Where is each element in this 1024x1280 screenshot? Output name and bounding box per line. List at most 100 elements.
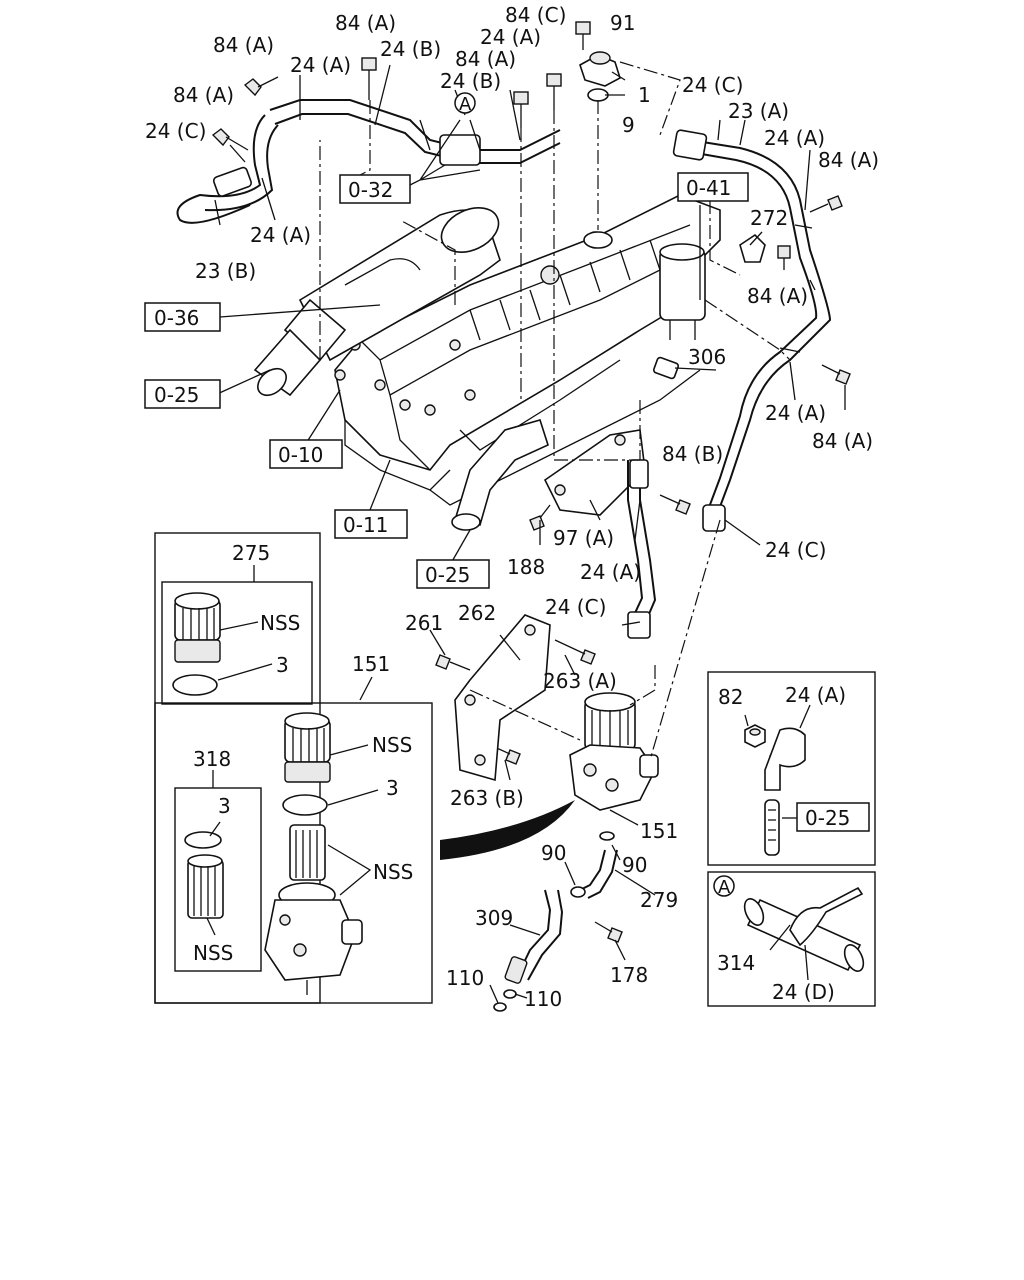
ref-box-0-36 (144, 302, 221, 332)
ref-box-0-11 (334, 509, 408, 539)
part-306 (652, 356, 680, 380)
label-23a: 23 (A) (728, 99, 789, 123)
element-318 (187, 854, 224, 919)
clamp-detail (744, 704, 811, 856)
label-24c-2: 24 (C) (682, 73, 743, 97)
label-82: 82 (718, 685, 743, 709)
label-9: 9 (622, 113, 635, 137)
ref-box-0-25-a (144, 379, 221, 409)
label-24a-4: 24 (A) (764, 126, 825, 150)
ref-0-41: 0-41 (686, 176, 731, 200)
label-110-a: 110 (446, 966, 484, 990)
part-1-cap (579, 51, 621, 87)
label-84c: 84 (C) (505, 3, 566, 27)
ref-0-32: 0-32 (348, 178, 393, 202)
label-262: 262 (458, 601, 496, 625)
washer-110-b (493, 1002, 507, 1012)
ref-0-25-b: 0-25 (425, 563, 470, 587)
detail-box-318 (174, 787, 262, 972)
label-97a: 97 (A) (553, 526, 614, 550)
label-151-box: 151 (352, 652, 390, 676)
ref-0-25-c: 0-25 (805, 806, 850, 830)
label-279: 279 (640, 888, 678, 912)
label-84a-3: 84 (A) (173, 83, 234, 107)
label-24a-6: 24 (A) (580, 560, 641, 584)
circle-a-box-marker (713, 875, 735, 897)
label-24a-3: 24 (A) (250, 223, 311, 247)
oring-318 (184, 831, 222, 849)
label-84b: 84 (B) (662, 442, 723, 466)
detail-box-151 (154, 702, 433, 1004)
label-263b: 263 (B) (450, 786, 524, 810)
cap-275 (172, 592, 221, 696)
detail-box-clamp (707, 671, 876, 866)
ref-box-0-41 (677, 172, 749, 202)
washer-90 (570, 886, 586, 898)
label-84a-4: 84 (A) (455, 47, 516, 71)
label-151-pump: 151 (640, 819, 678, 843)
label-272: 272 (750, 206, 788, 230)
ref-0-36: 0-36 (154, 306, 199, 330)
label-91: 91 (610, 11, 635, 35)
ref-0-10: 0-10 (278, 443, 323, 467)
label-309: 309 (475, 906, 513, 930)
washer-110-a (503, 989, 517, 999)
label-24a-2: 24 (A) (480, 25, 541, 49)
ref-box-0-25-b (416, 559, 490, 589)
ref-box-0-32 (339, 174, 411, 204)
pipe-feed (627, 459, 657, 639)
engine-port (583, 231, 613, 249)
label-188: 188 (507, 555, 545, 579)
bolts (211, 21, 851, 943)
outlet-pipe (451, 419, 549, 531)
label-24d: 24 (D) (772, 980, 835, 1004)
pump-detail (264, 712, 363, 995)
detail-box-275 (161, 581, 313, 705)
bracket-262 (454, 614, 551, 782)
label-24a-7: 24 (A) (785, 683, 846, 707)
label-90-a: 90 (541, 841, 566, 865)
label-275: 275 (232, 541, 270, 565)
label-263a: 263 (A) (543, 669, 617, 693)
label-24c-1: 24 (C) (145, 119, 206, 143)
label-84a-6: 84 (A) (747, 284, 808, 308)
label-90-b: 90 (622, 853, 647, 877)
engine-assembly (334, 194, 721, 506)
ref-0-25-a: 0-25 (154, 383, 199, 407)
label-84a-2: 84 (A) (335, 11, 396, 35)
label-84a-7: 84 (A) (812, 429, 873, 453)
label-24b-1: 24 (B) (380, 37, 441, 61)
label-84a-1: 84 (A) (213, 33, 274, 57)
label-24a-1: 24 (A) (290, 53, 351, 77)
ref-box-0-25-c (796, 802, 870, 832)
label-261: 261 (405, 611, 443, 635)
ref-0-11: 0-11 (343, 513, 388, 537)
label-318: 318 (193, 747, 231, 771)
label-nss-275: NSS (260, 611, 300, 635)
label-23b: 23 (B) (195, 259, 256, 283)
label-110-b: 110 (524, 987, 562, 1011)
label-84a-5: 84 (A) (818, 148, 879, 172)
label-306: 306 (688, 345, 726, 369)
label-nss-151-cap: NSS (372, 733, 412, 757)
circle-a-text: A (459, 94, 472, 115)
label-nss-318: NSS (193, 941, 233, 965)
label-24a-5: 24 (A) (765, 401, 826, 425)
label-nss-151-element: NSS (373, 860, 413, 884)
leader-lines (214, 64, 846, 1004)
label-24b-2: 24 (B) (440, 69, 501, 93)
label-178: 178 (610, 963, 648, 987)
pipe-309 (517, 889, 552, 976)
pipe-23b (176, 99, 561, 224)
ref-box-0-10 (269, 439, 343, 469)
fuel-pump-151 (569, 692, 659, 841)
clip-272 (739, 233, 766, 263)
label-3-318: 3 (218, 794, 231, 818)
hose-279 (579, 849, 606, 891)
label-3-275: 3 (276, 653, 289, 677)
detail-box-a (707, 871, 876, 1007)
label-3-151: 3 (386, 776, 399, 800)
callout-arrow (440, 800, 575, 860)
label-24c-4: 24 (C) (545, 595, 606, 619)
